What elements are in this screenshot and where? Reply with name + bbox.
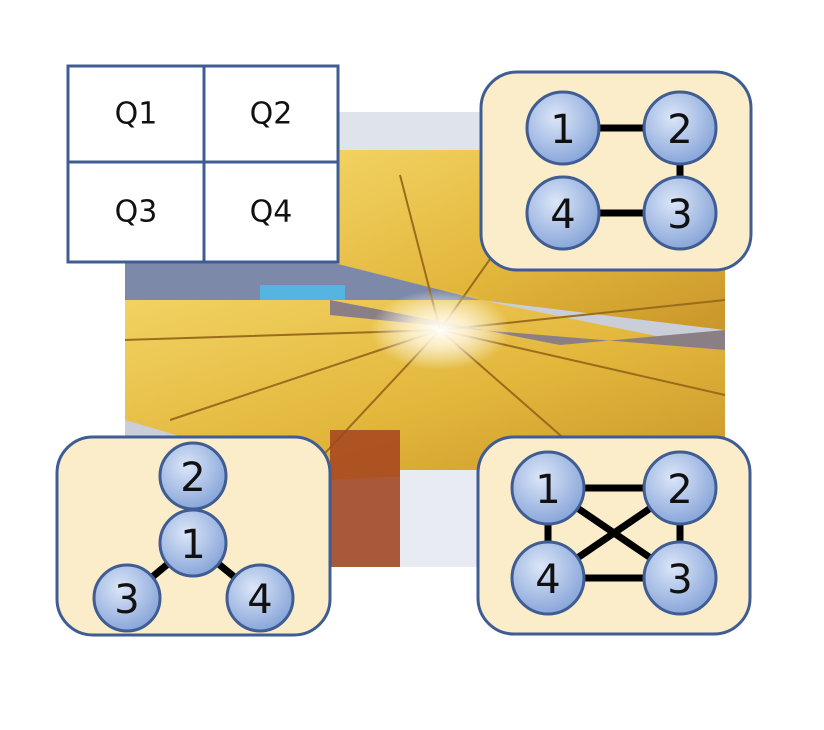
- gold-electrode-lower: [125, 300, 725, 480]
- node-circle: [158, 441, 228, 511]
- grid-cell-q3: Q3: [115, 195, 158, 230]
- node-label: 2: [667, 107, 692, 153]
- panel-background: [479, 70, 753, 272]
- node-3: 3: [642, 540, 718, 616]
- node-label: 3: [667, 557, 692, 603]
- node-4: 4: [510, 540, 586, 616]
- node-circle: [510, 450, 586, 526]
- node-label: 3: [667, 192, 692, 238]
- grid-cell-q4: Q4: [250, 195, 293, 230]
- node-circle: [510, 540, 586, 616]
- node-circle: [642, 90, 718, 166]
- graph-line-topology: 1 2 3 4: [525, 90, 718, 251]
- node-label: 1: [535, 467, 560, 513]
- node-circle: [525, 90, 601, 166]
- node-label: 4: [550, 192, 575, 238]
- node-circle: [642, 450, 718, 526]
- graph-panel-top-right: 1 2 3 4: [479, 70, 753, 272]
- node-4: 4: [525, 175, 601, 251]
- node-label: 2: [180, 455, 205, 501]
- node-label: 4: [535, 557, 560, 603]
- node-circle: [525, 175, 601, 251]
- node-circle: [642, 540, 718, 616]
- graph-complete-topology: 1 2 3 4: [510, 450, 718, 616]
- node-2: 2: [642, 450, 718, 526]
- node-label: 4: [247, 577, 272, 623]
- node-label: 3: [114, 577, 139, 623]
- grid-cell-q2: Q2: [250, 97, 293, 132]
- graph-star-topology: 1 2 3 4: [92, 441, 295, 633]
- graph-panel-bottom-left: 1 2 3 4: [55, 435, 332, 637]
- node-circle: [225, 563, 295, 633]
- bright-spot: [370, 290, 510, 370]
- quadrant-grid: Q1 Q2 Q3 Q4: [66, 64, 340, 264]
- graph-panel-bottom-right: 1 2 3 4: [476, 435, 752, 636]
- white-base: [400, 470, 490, 567]
- node-2: 2: [642, 90, 718, 166]
- grid-cell-q1: Q1: [115, 97, 158, 132]
- copper-edge: [330, 430, 400, 567]
- node-label: 2: [667, 467, 692, 513]
- node-circle: [642, 175, 718, 251]
- junction-gap: [330, 300, 725, 350]
- node-4: 4: [225, 563, 295, 633]
- node-1: 1: [525, 90, 601, 166]
- node-3: 3: [92, 563, 162, 633]
- node-2: 2: [158, 441, 228, 511]
- node-label: 1: [180, 522, 205, 568]
- node-1: 1: [158, 508, 228, 578]
- node-circle: [92, 563, 162, 633]
- node-3: 3: [642, 175, 718, 251]
- node-1: 1: [510, 450, 586, 526]
- node-label: 1: [550, 107, 575, 153]
